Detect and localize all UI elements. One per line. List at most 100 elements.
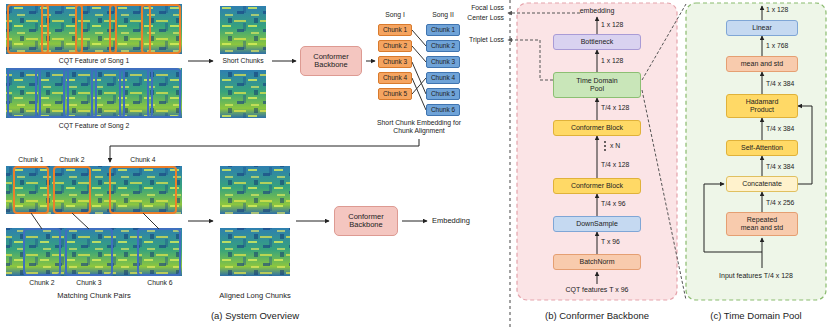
process-box: mean and std [726, 56, 798, 72]
connector [597, 232, 598, 254]
box-text: Chunk 2 [383, 42, 407, 49]
panel-caption: (b) Conformer Backbone [545, 311, 649, 322]
process-box: BatchNorm [553, 254, 641, 270]
box-text: Conformer Block [571, 182, 623, 190]
annotation: Chunk 4 [130, 156, 155, 164]
box-text: Hadamard Product [739, 98, 785, 113]
connector [597, 98, 598, 120]
box-text: BatchNorm [579, 258, 614, 266]
annotation: 1 x 128 [601, 57, 623, 65]
process-box: Chunk 3 [426, 56, 460, 68]
process-box: Chunk 5 [426, 88, 460, 100]
box-text: Self-Attention [741, 144, 783, 152]
box-text: Chunk 1 [383, 26, 407, 33]
process-box: Chunk 1 [426, 24, 460, 36]
spectrogram [6, 4, 290, 276]
annotation: T x 96 [601, 238, 620, 246]
annotation: x N [610, 142, 620, 150]
box-text: Chunk 3 [431, 58, 455, 65]
annotation: Song I [385, 11, 405, 19]
annotation: Short Chunk Embedding for Chunk Alignmen… [377, 119, 461, 135]
connector [762, 72, 763, 94]
connector [762, 118, 763, 140]
connector [412, 78, 426, 110]
box-text: Chunk 6 [431, 106, 455, 113]
annotation: Chunk 6 [147, 279, 172, 287]
box-text: Bottleneck [581, 38, 614, 46]
annotation: Chunk 1 [18, 156, 43, 164]
process-box: Conformer Backbone [334, 206, 398, 236]
annotation: T/4 x 384 [766, 80, 794, 88]
process-box: Conformer Block [553, 178, 641, 194]
annotation: T/4 x 384 [766, 125, 794, 133]
separator [510, 0, 511, 328]
process-box: Chunk 5 [378, 88, 412, 100]
chunk-outline [8, 5, 180, 213]
box-text: Conformer Block [571, 124, 623, 132]
box-text: Chunk 2 [431, 42, 455, 49]
connector [798, 106, 812, 184]
process-box: Conformer Backbone [300, 46, 362, 76]
connector [412, 78, 426, 94]
annotation: 1 x 128 [766, 6, 788, 14]
flow-arrow [110, 6, 762, 284]
connector [412, 30, 426, 46]
box-text: Chunk 5 [431, 90, 455, 97]
box-text: Time Domain Pool [571, 77, 623, 92]
annotation: embedding [580, 7, 615, 15]
process-box: Chunk 3 [378, 56, 412, 68]
process-box: Chunk 4 [426, 72, 460, 84]
backbone-panel [517, 3, 677, 300]
box-text: Chunk 3 [383, 58, 407, 65]
process-box: Chunk 6 [426, 104, 460, 116]
annotation: 1 x 768 [766, 42, 788, 50]
annotation: Triplet Loss [469, 36, 504, 44]
annotation: T/4 x 96 [601, 200, 626, 208]
box-text: Linear [752, 24, 771, 32]
repeat-dots [604, 141, 606, 151]
annotation: T/4 x 128 [601, 104, 629, 112]
connector [597, 194, 598, 216]
connector [597, 50, 598, 72]
process-box: Chunk 1 [378, 24, 412, 36]
annotation: Center Loss [467, 14, 504, 22]
annotation: T/4 x 384 [766, 163, 794, 171]
loss-arrow [508, 4, 686, 300]
box-text: Chunk 5 [383, 90, 407, 97]
annotation: T/4 x 128 [601, 161, 629, 169]
panel-caption: (c) Time Domain Pool [710, 311, 801, 322]
match-line [31, 213, 159, 229]
annotation: 1 x 128 [601, 21, 623, 29]
box-text: Conformer Backbone [306, 53, 356, 70]
box-text: mean and std [741, 60, 783, 68]
annotation: Chunk 3 [76, 279, 101, 287]
annotation: CQT Feature of Song 1 [59, 57, 130, 65]
connector [412, 62, 426, 94]
box-text: Chunk 4 [431, 74, 455, 81]
box-text: DownSample [576, 220, 618, 228]
connector [597, 136, 598, 178]
process-box: Self-Attention [726, 140, 798, 156]
process-box: Chunk 4 [378, 72, 412, 84]
box-text: Concatenate [742, 180, 782, 188]
process-box: Time Domain Pool [553, 72, 641, 98]
annotation: Chunk 2 [29, 279, 54, 287]
process-box: Conformer Block [553, 120, 641, 136]
annotation: Focal Loss [471, 4, 504, 12]
annotation: Aligned Long Chunks [219, 292, 290, 301]
annotation: CQT features T x 96 [565, 286, 628, 294]
annotation: T/4 x 256 [766, 199, 794, 207]
process-box: Repeated mean and std [726, 212, 798, 236]
annotation: Embedding [432, 217, 470, 226]
connector [412, 46, 426, 62]
panel-caption: (a) System Overview [211, 311, 299, 322]
annotation: CQT Feature of Song 2 [59, 122, 130, 130]
annotation: Chunk 2 [59, 156, 84, 164]
connector [762, 156, 763, 176]
process-box: Chunk 2 [378, 40, 412, 52]
box-text: Chunk 1 [431, 26, 455, 33]
annotation: Song II [432, 11, 454, 19]
annotation: Input features T/4 x 128 [719, 272, 793, 280]
